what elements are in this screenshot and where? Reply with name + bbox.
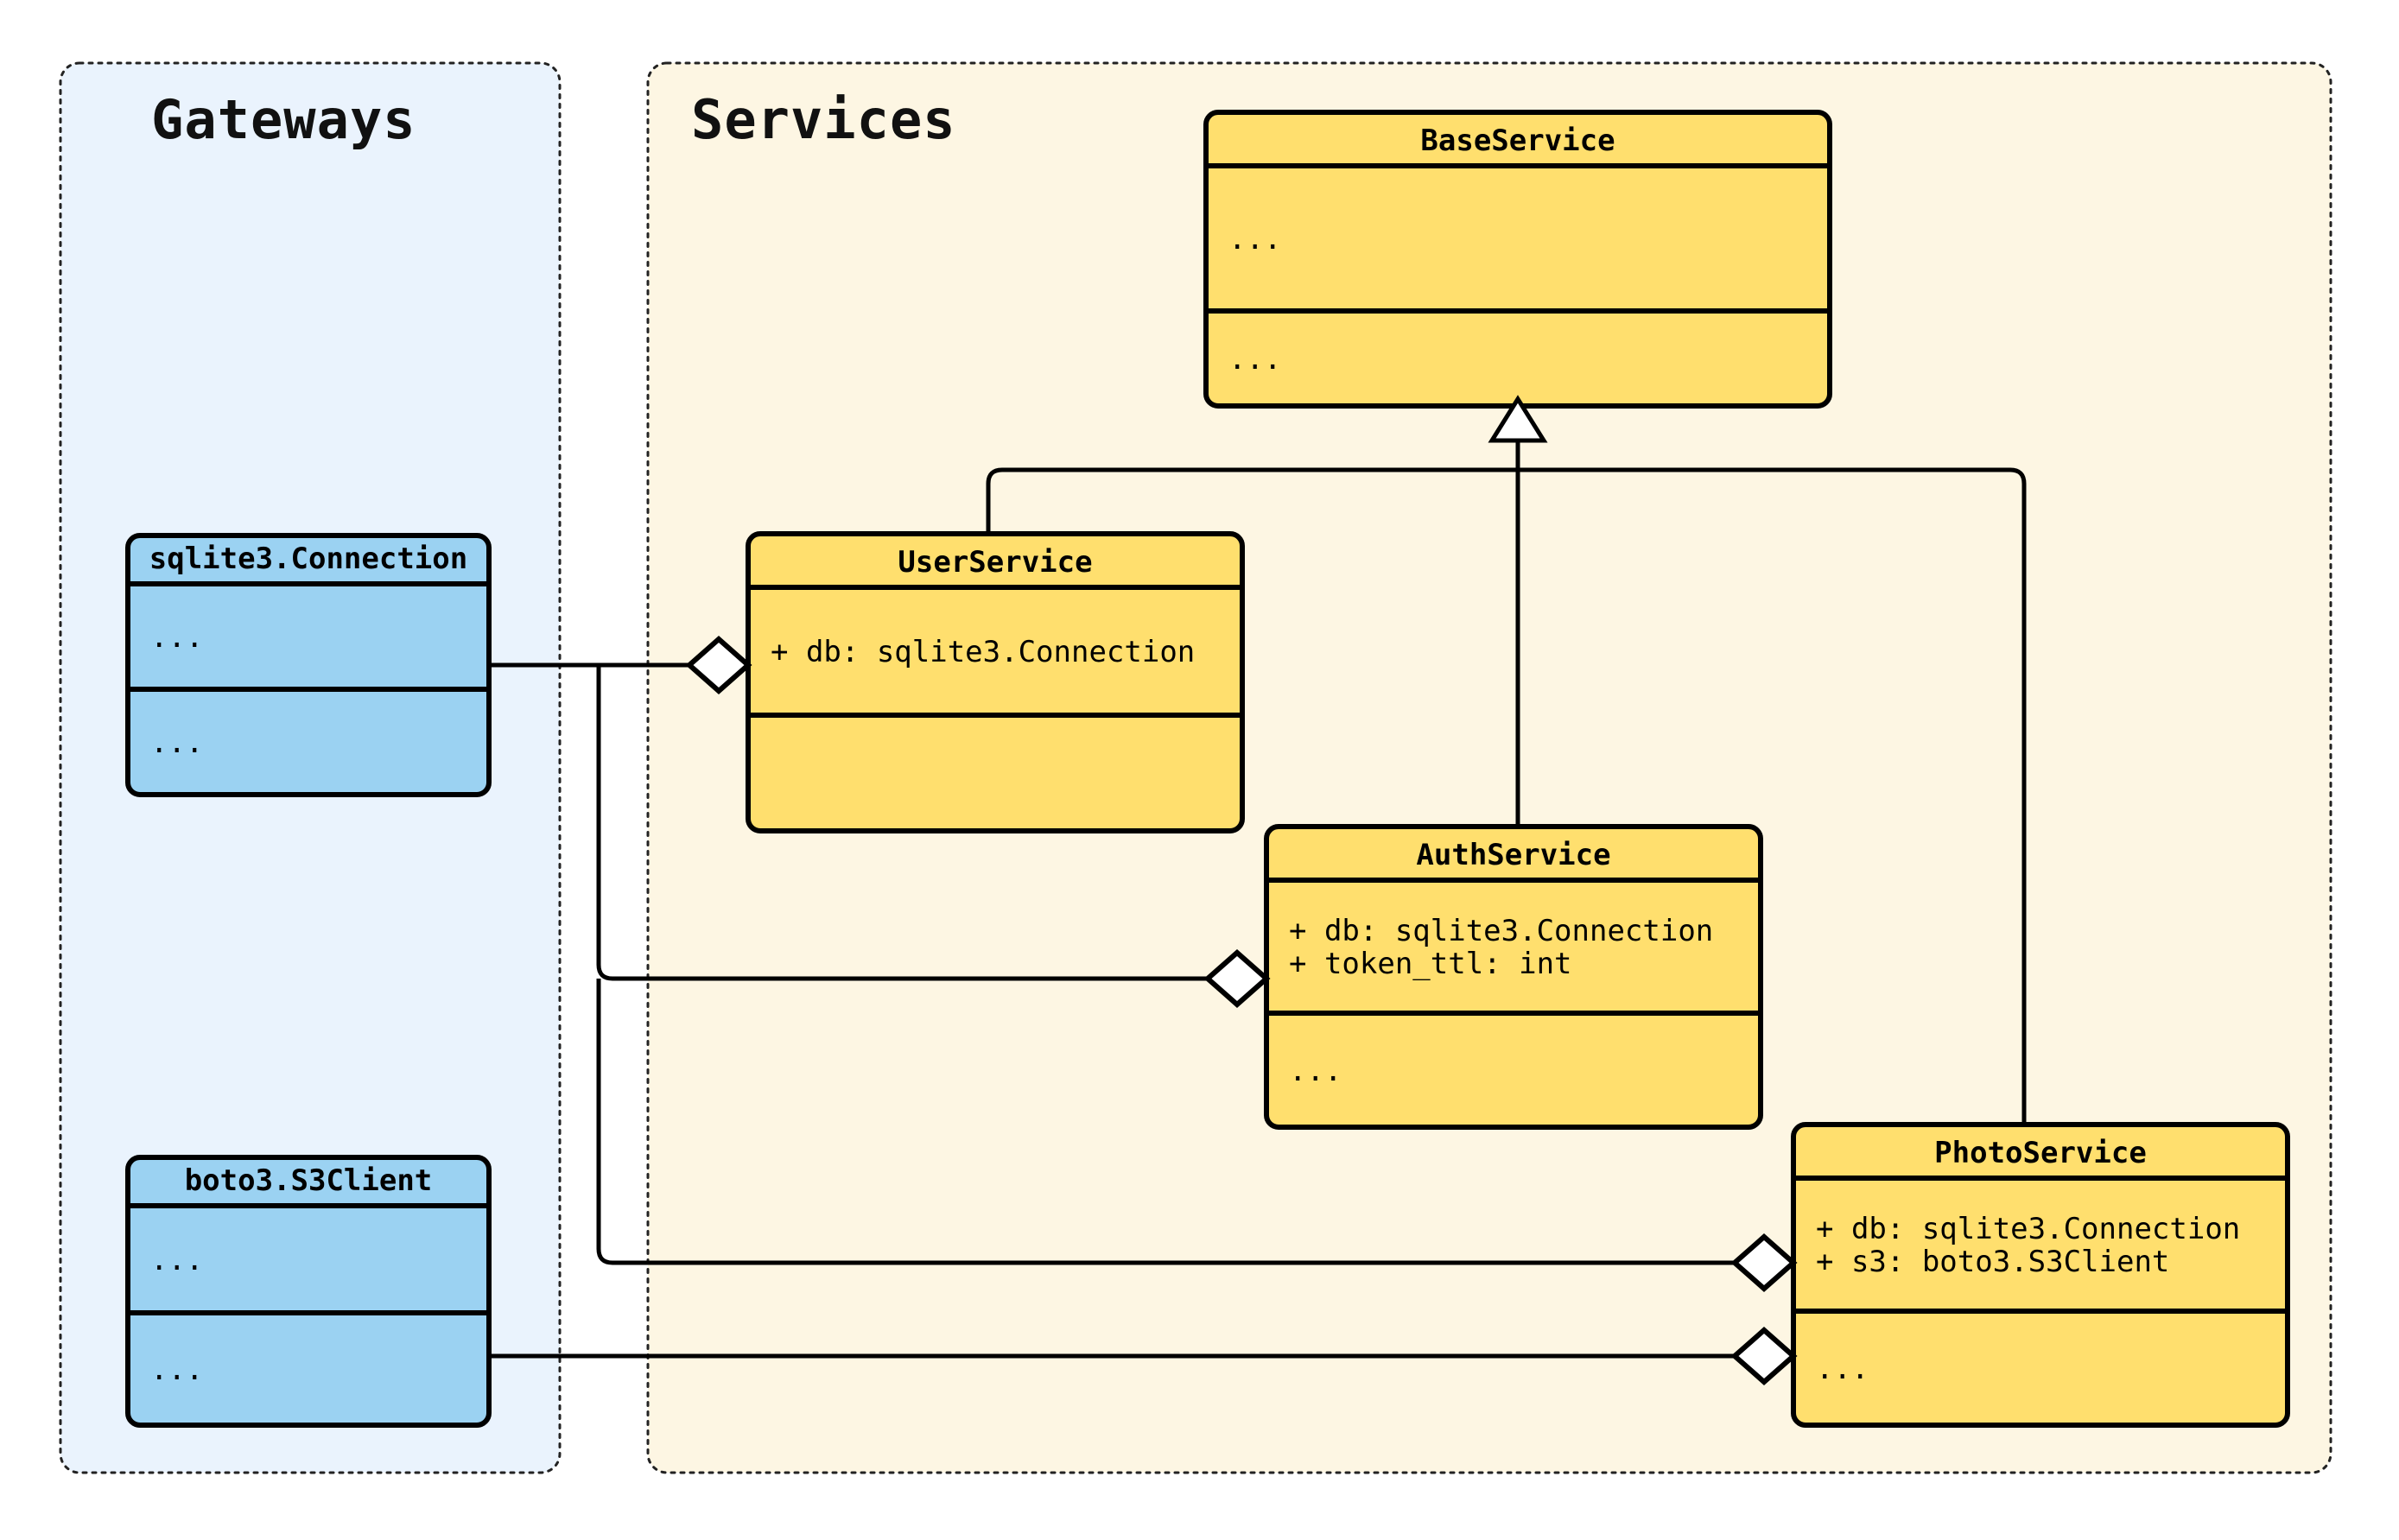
class-box-outline	[125, 533, 492, 797]
generalization-arrowhead	[1488, 395, 1548, 443]
class-photo-service[interactable]: PhotoService + db: sqlite3.Connection+ s3…	[1791, 1122, 2290, 1428]
class-sqlite3-connection[interactable]: sqlite3.Connection......	[125, 533, 492, 797]
package-services-label: Services	[691, 88, 956, 151]
class-auth-service[interactable]: AuthService + db: sqlite3.Connection+ tok…	[1264, 824, 1763, 1130]
class-attribute: ...	[150, 1243, 203, 1277]
aggregation-diamond-agg-boto3-photo	[1730, 1326, 1798, 1386]
class-boto3-s3client[interactable]: boto3.S3Client......	[125, 1155, 492, 1428]
package-services-boundary	[646, 61, 2332, 1474]
class-name-label: boto3.S3Client	[185, 1163, 433, 1198]
class-boxes: BaseService...... UserService + db: sqlite…	[125, 110, 2290, 1428]
class-method: ...	[1289, 1054, 1342, 1088]
aggregation-diamond-agg-sqlite-user	[685, 635, 752, 695]
class-method: ...	[150, 726, 203, 760]
class-attribute: + token_ttl: int	[1289, 947, 1572, 981]
relationship-edges	[489, 440, 2027, 1359]
class-name-label: UserService	[898, 545, 1092, 580]
aggregation-diamond-agg-sqlite-auth	[1203, 948, 1271, 1009]
class-box-outline	[746, 531, 1245, 833]
class-attribute: + s3: boto3.S3Client	[1816, 1245, 2169, 1279]
class-attribute: + db: sqlite3.Connection	[1289, 914, 1713, 948]
aggregation-diamond-agg-sqlite-photo	[1730, 1233, 1798, 1293]
class-attribute: + db: sqlite3.Connection	[771, 635, 1195, 669]
class-name-label: PhotoService	[1934, 1136, 2147, 1170]
class-method: ...	[1228, 342, 1281, 377]
edge-agg-sqlite-auth	[596, 665, 1266, 981]
class-name-label: BaseService	[1420, 124, 1615, 158]
package-gateways-label: Gateways	[151, 88, 416, 151]
class-method: ...	[1816, 1352, 1869, 1386]
class-attribute: ...	[150, 620, 203, 655]
class-attribute: + db: sqlite3.Connection	[1816, 1212, 2240, 1246]
class-user-service[interactable]: UserService + db: sqlite3.Connection	[746, 531, 1245, 833]
edge-gen-photo-base	[1518, 467, 2027, 1125]
class-base-service[interactable]: BaseService......	[1203, 110, 1832, 409]
edge-gen-user-base	[986, 440, 1520, 534]
relationship-markers	[685, 395, 1798, 1386]
class-name-label: AuthService	[1416, 838, 1610, 872]
class-method: ...	[150, 1353, 203, 1387]
package-services[interactable]: Services	[646, 61, 2332, 1474]
class-box-outline	[1791, 1122, 2290, 1428]
class-name-label: sqlite3.Connection	[149, 542, 467, 576]
class-attribute: ...	[1228, 222, 1281, 257]
edge-agg-sqlite-photo	[596, 979, 1793, 1265]
class-box-outline	[125, 1155, 492, 1428]
